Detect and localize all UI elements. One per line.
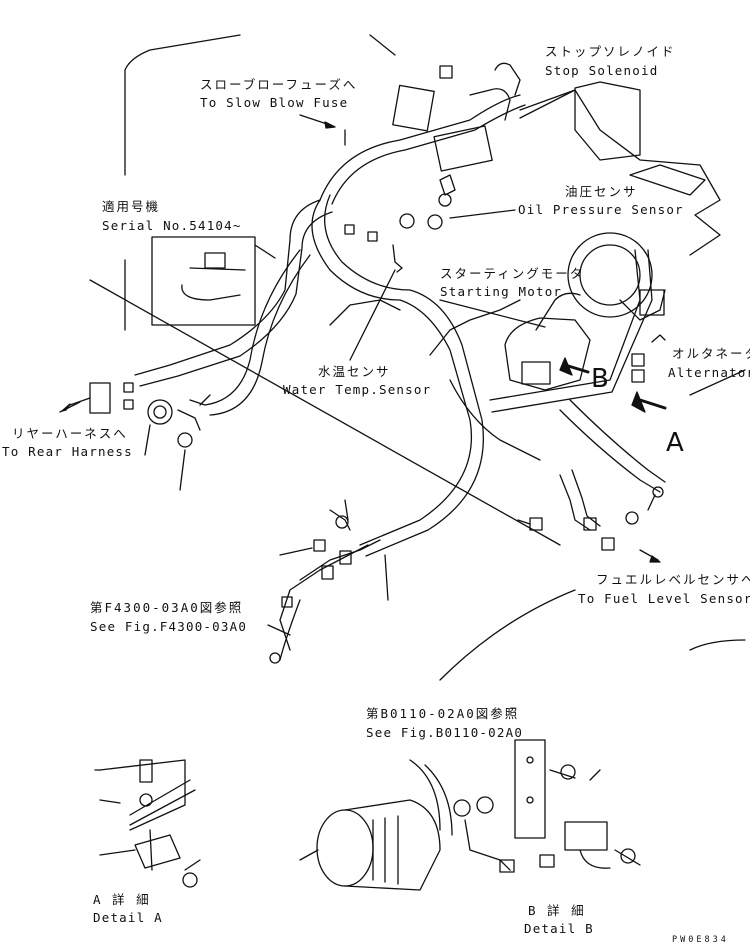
alternator-label: Alternator [668,365,750,380]
see-fig-f4300-label: See Fig.F4300-03A0 [90,619,248,634]
slow-blow-fuse-label: To Slow Blow Fuse [200,95,349,110]
detail-a-label-jp: A 詳 細 [93,892,151,907]
oil-pressure-label-jp: 油圧センサ [565,184,638,199]
stop-solenoid-label-jp: ストップソレノイド [545,44,676,59]
see-fig-f4300-label-jp: 第F4300-03A0図参照 [90,600,244,615]
see-fig-b0110-label-jp: 第B0110-02A0図参照 [366,706,520,721]
drawing-code: PW0E834 [672,935,729,945]
detail-b-label: Detail B [524,921,594,936]
see-fig-b0110-label: See Fig.B0110-02A0 [366,725,524,740]
rear-harness-label-jp: リヤーハーネスへ [12,426,128,441]
starting-motor-label-jp: スターティングモータ [440,266,585,281]
oil-pressure-label: Oil Pressure Sensor [518,202,684,217]
fuel-level-label-jp: フュエルレベルセンサへ [596,572,750,587]
stop-solenoid-label: Stop Solenoid [545,63,659,78]
view-a-marker: A [666,428,684,458]
serial-number-label: Serial No.54104~ [102,218,242,233]
serial-label-jp: 適用号機 [102,199,161,214]
starting-motor-label: Starting Motor [440,284,563,299]
detail-b-label-jp: B 詳 細 [528,903,586,918]
water-temp-label-jp: 水温センサ [318,364,391,379]
water-temp-label: Water Temp.Sensor [283,382,432,397]
rear-harness-label: To Rear Harness [2,444,133,459]
slow-blow-fuse-label-jp: スローブローフューズへ [200,77,358,92]
view-b-marker: B [591,364,609,394]
alternator-label-jp: オルタネータ [672,346,750,361]
fuel-level-label: To Fuel Level Sensor [578,591,750,606]
detail-a-label: Detail A [93,910,163,925]
